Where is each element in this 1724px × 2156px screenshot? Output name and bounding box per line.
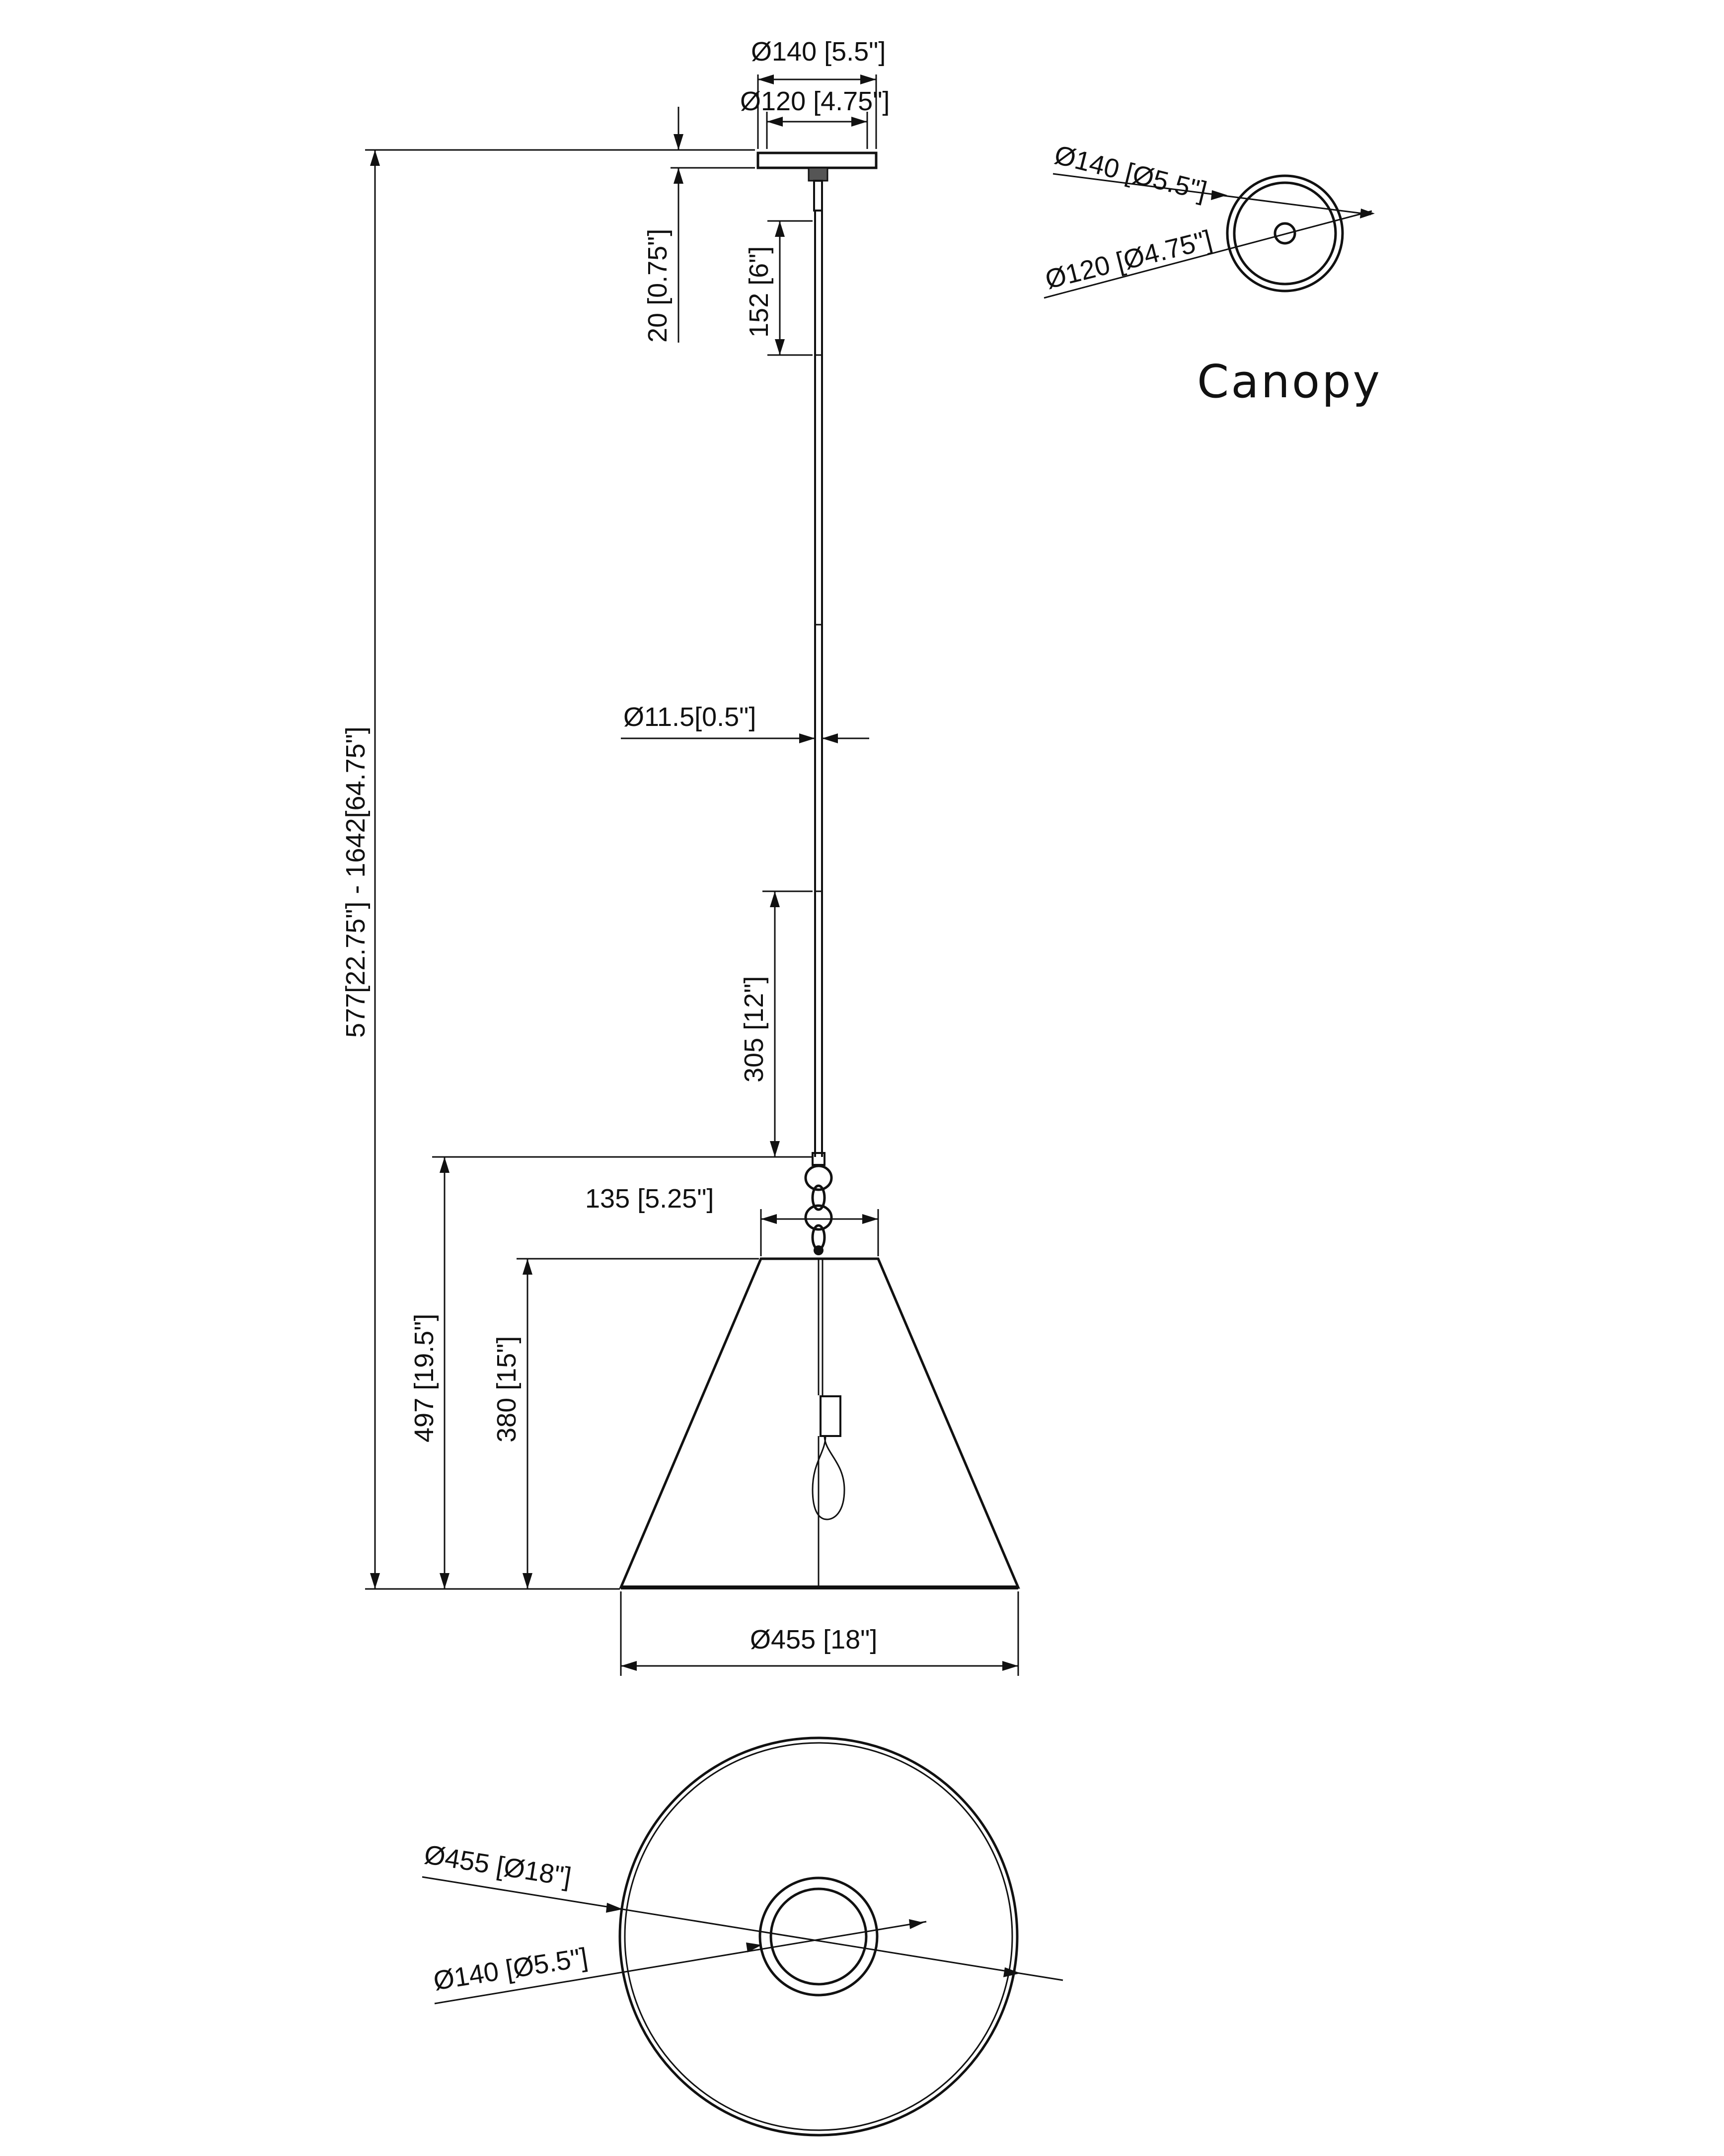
canopy-stem	[813, 180, 823, 212]
shade-total-height-label: 497 [19.5"]	[409, 1314, 439, 1442]
top-rod-length-label: 152 [6"]	[744, 246, 774, 338]
canopy-outer-diameter-label: Ø140 [5.5"]	[751, 37, 886, 67]
socket	[820, 1395, 841, 1437]
shade-outer-circle-inner	[624, 1742, 1013, 2131]
dimension-arrowheads	[370, 74, 1018, 1671]
canopy-inner-diameter-label: Ø120 [4.75"]	[740, 86, 890, 116]
canopy-outer-circle	[1226, 174, 1344, 292]
bottom-view-outer-label: Ø455 [Ø18"]	[422, 1840, 573, 1892]
total-height-label: 577[22.75"] - 1642[64.75"]	[341, 726, 371, 1038]
bottom-view-inner-label: Ø140 [Ø5.5"]	[431, 1942, 590, 1996]
pendant-elevation	[619, 151, 1020, 1589]
canopy-view-outer-label: Ø140 [Ø5.5"]	[1051, 140, 1210, 206]
shade-top-opening-inner	[769, 1887, 868, 1986]
canopy-center-hole	[1274, 222, 1296, 245]
shade-height-label: 380 [15"]	[492, 1336, 522, 1442]
shade-top-width-label: 135 [5.25"]	[585, 1184, 714, 1214]
dimension-lines	[365, 74, 1019, 1676]
rod-diameter-label: Ø11.5[0.5"]	[623, 702, 756, 732]
shade-diameter-label: Ø455 [18"]	[750, 1625, 877, 1654]
canopy-nut	[808, 167, 828, 182]
canopy-height-label: 20 [0.75"]	[643, 229, 673, 343]
canopy-plate	[756, 151, 878, 169]
shade-outer-circle	[618, 1736, 1019, 2137]
canopy-inner-circle	[1233, 181, 1337, 286]
shade-bottom-view	[422, 1736, 1063, 2137]
bottom-rod-length-label: 305 [12"]	[739, 976, 769, 1082]
bulb	[812, 1436, 845, 1520]
chain	[804, 1164, 833, 1255]
canopy-view-inner-label: Ø120 [Ø4.75"]	[1042, 224, 1215, 294]
shade-top-opening	[758, 1876, 879, 1997]
canopy-top-view	[1044, 173, 1375, 299]
canopy-title: Canopy	[1197, 355, 1382, 408]
